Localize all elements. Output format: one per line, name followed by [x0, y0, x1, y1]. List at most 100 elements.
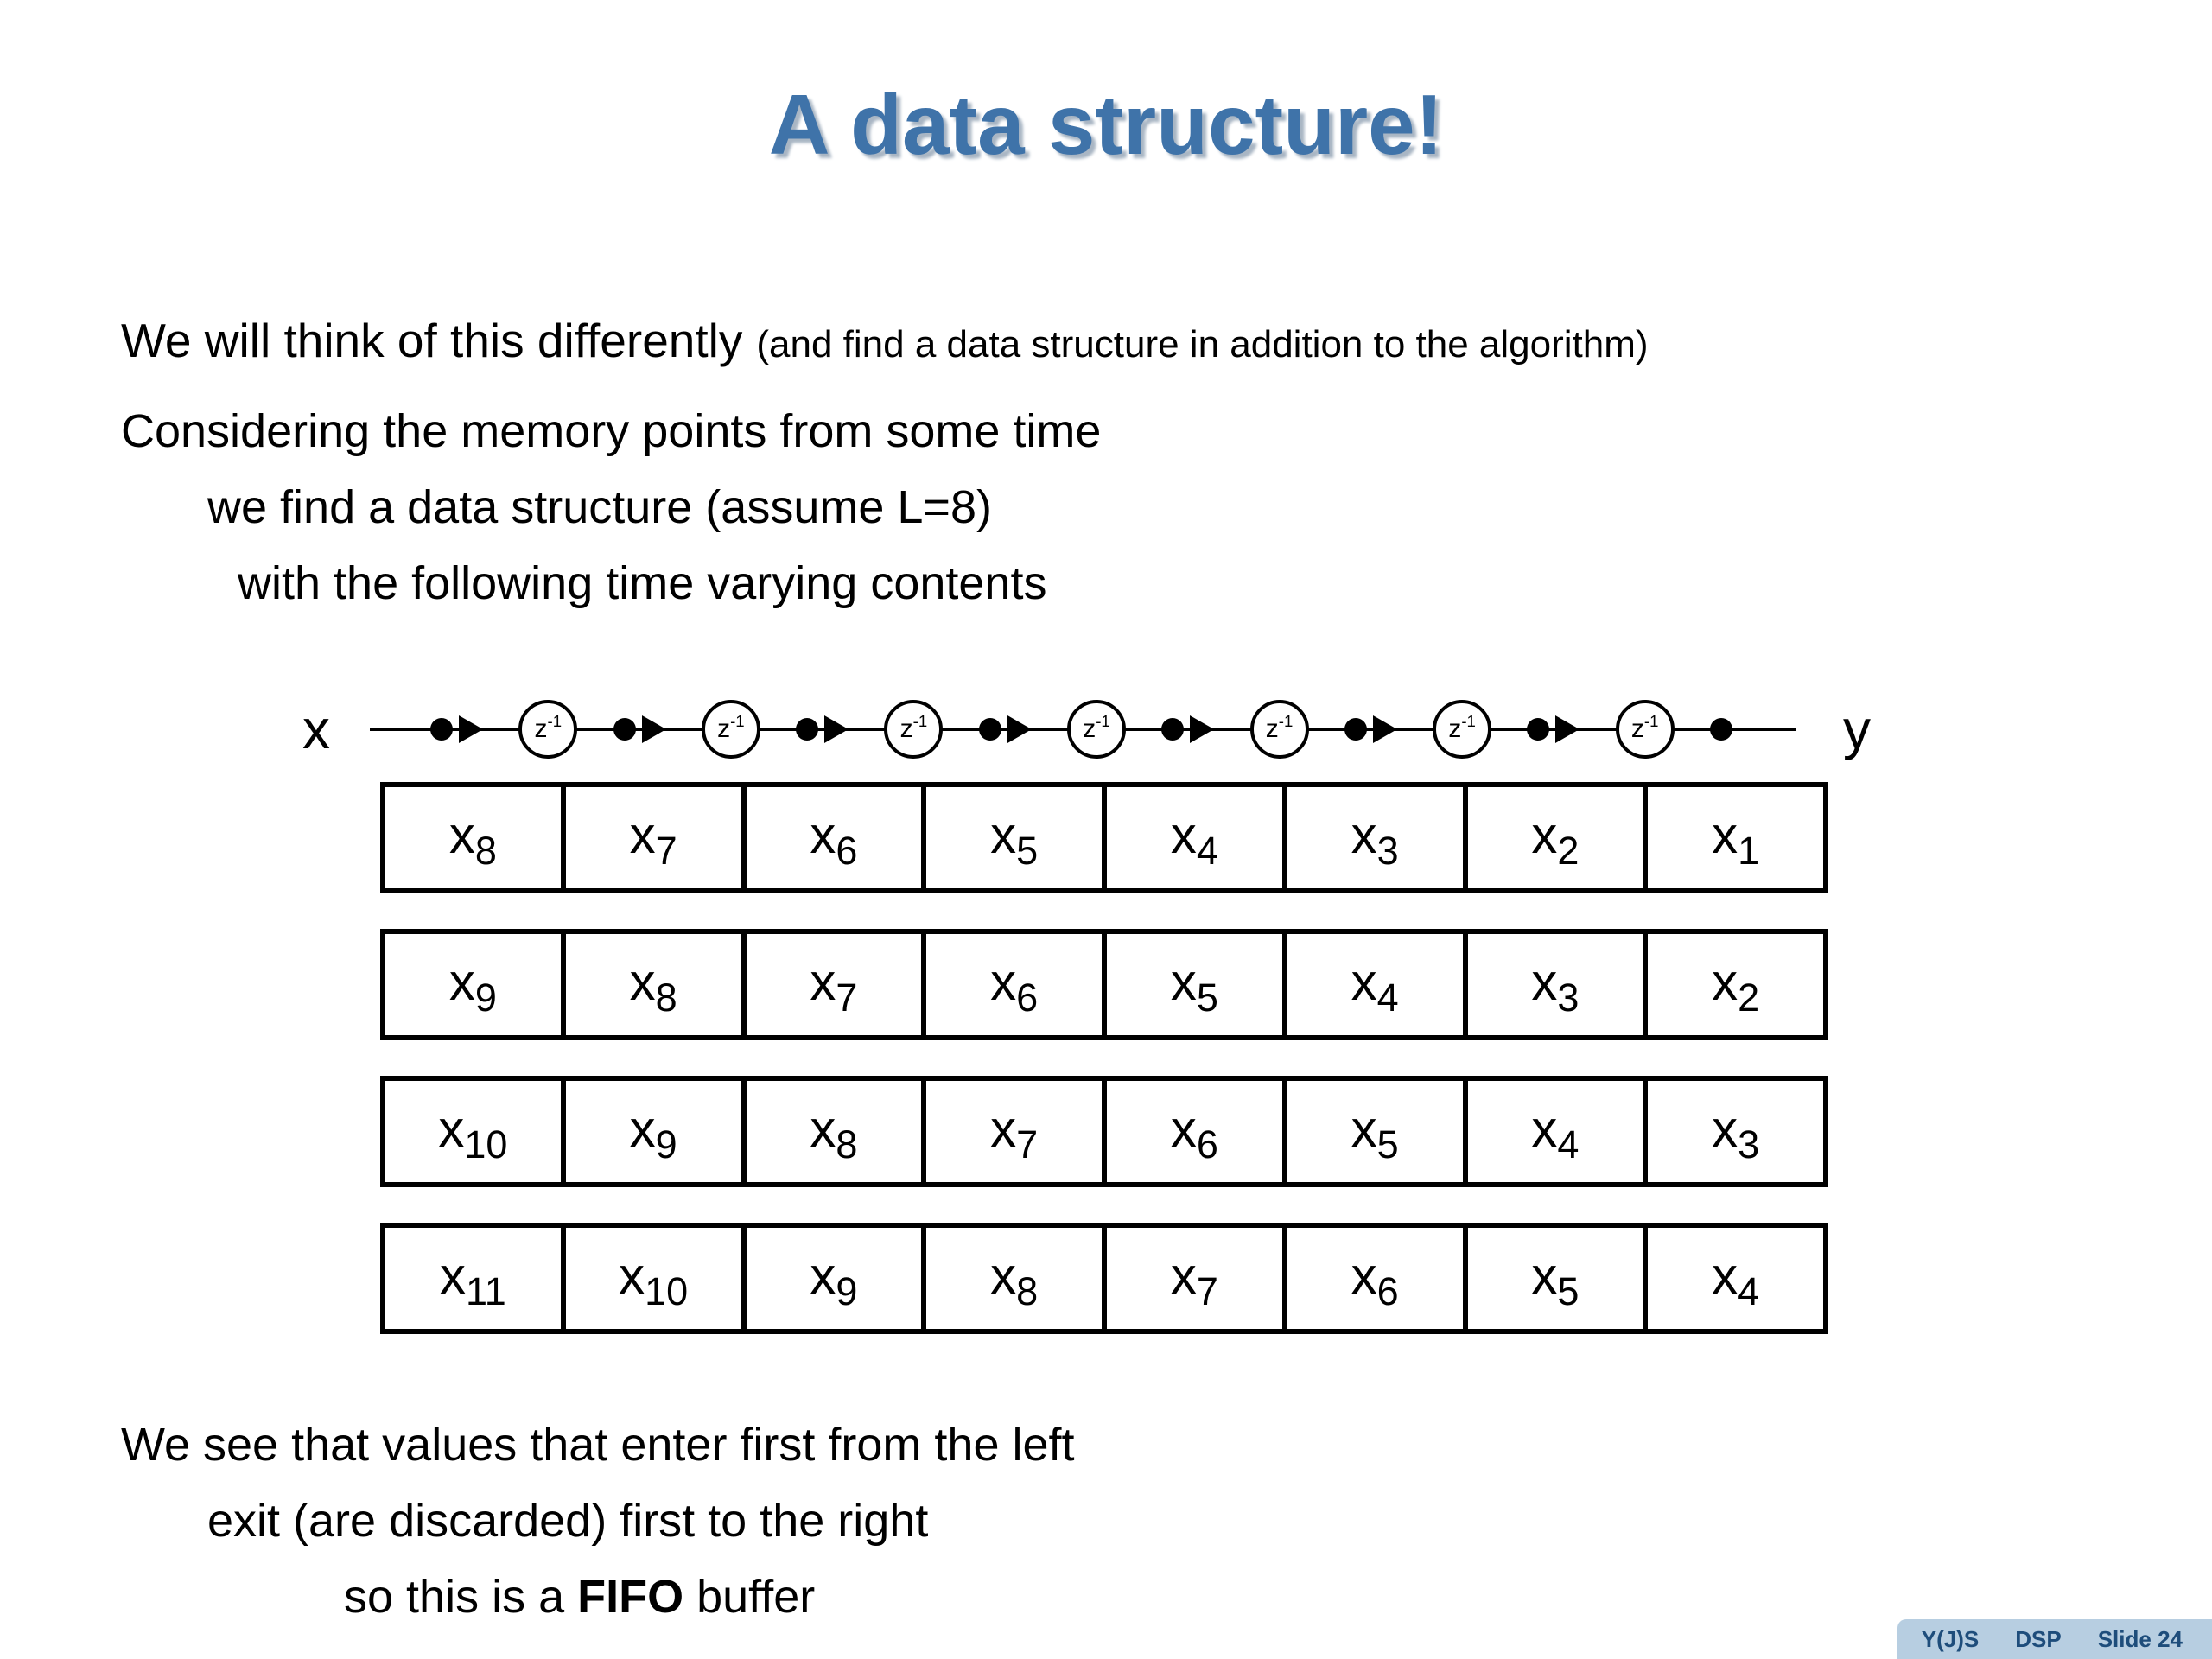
tap-dot-icon	[1527, 718, 1550, 741]
tap-dot-icon	[1709, 718, 1732, 741]
delay-exponent: -1	[1096, 712, 1110, 730]
fifo-cell: x2	[1468, 787, 1649, 888]
cell-label: x2	[1712, 953, 1760, 1020]
tap-dot-icon	[430, 718, 453, 741]
fifo-cell: x10	[566, 1228, 747, 1329]
arrow-right-icon	[824, 715, 849, 743]
footer-author: Y(J)S	[1921, 1625, 1980, 1652]
cell-label: x8	[810, 1100, 858, 1166]
fifo-cell: x6	[1287, 1228, 1468, 1329]
conclusion-line3-prefix: so this is a	[344, 1571, 578, 1623]
tap-dot-icon	[796, 718, 819, 741]
body-text: Considering the memory points from some …	[121, 393, 1101, 621]
cell-label: x8	[629, 953, 677, 1020]
tap	[613, 715, 666, 743]
delay-exponent: -1	[1278, 712, 1294, 730]
footer-slide-number: Slide 24	[2097, 1625, 2183, 1652]
cell-label: x4	[1351, 953, 1399, 1020]
cell-label: x8	[448, 806, 497, 873]
intro-text: We will think of this differently (and fi…	[121, 313, 1649, 368]
fifo-term: FIFO	[577, 1571, 684, 1623]
slide-title: A data structure!	[768, 77, 1444, 172]
arrow-right-icon	[641, 715, 666, 743]
delay-element: z-1	[518, 700, 578, 759]
tap-dot-icon	[1344, 718, 1367, 741]
body-line: with the following time varying contents	[238, 557, 1047, 609]
input-signal-label: x	[302, 698, 330, 760]
cell-label: x4	[1712, 1247, 1760, 1313]
delay-label: z	[1083, 715, 1096, 743]
delay-element: z-1	[884, 700, 944, 759]
cell-label: x3	[1351, 806, 1399, 873]
arrow-right-icon	[1190, 715, 1215, 743]
fifo-cell: x4	[1107, 787, 1287, 888]
delay-label: z	[534, 715, 548, 743]
tap-dot-icon	[1161, 718, 1185, 741]
arrow-right-icon	[1555, 715, 1580, 743]
fifo-cell: x1	[1648, 787, 1823, 888]
tap	[978, 715, 1032, 743]
delay-label: z	[1448, 715, 1462, 743]
fifo-cell: x4	[1648, 1228, 1823, 1329]
tap	[1344, 715, 1397, 743]
cell-label: x5	[990, 806, 1039, 873]
cell-label: x4	[1170, 806, 1218, 873]
fifo-cell: x5	[926, 787, 1107, 888]
body-line: we find a data structure (assume L=8)	[207, 481, 992, 533]
fifo-cell: x7	[926, 1081, 1107, 1182]
cell-label: x11	[440, 1247, 506, 1313]
fifo-cell: x7	[747, 934, 927, 1035]
cell-label: x9	[810, 1247, 858, 1313]
fifo-cell: x5	[1107, 934, 1287, 1035]
intro-main: We will think of this differently	[121, 314, 743, 367]
cell-label: x6	[1351, 1247, 1399, 1313]
tap	[1161, 715, 1215, 743]
arrow-right-icon	[1007, 715, 1032, 743]
output-signal-label: y	[1843, 698, 1871, 760]
cell-label: x7	[629, 806, 677, 873]
arrow-right-icon	[459, 715, 483, 743]
fifo-cell: x9	[566, 1081, 747, 1182]
tap-dot-icon	[613, 718, 636, 741]
cell-label: x6	[990, 953, 1039, 1020]
delay-label: z	[899, 715, 913, 743]
tap	[1709, 718, 1732, 741]
conclusion-line3-suffix: buffer	[683, 1571, 816, 1623]
cell-label: x7	[810, 953, 858, 1020]
fifo-cell: x3	[1648, 1081, 1823, 1182]
conclusion-line: We see that values that enter first from…	[121, 1419, 1075, 1471]
footer-course: DSP	[2015, 1625, 2062, 1652]
fifo-cell: x3	[1468, 934, 1649, 1035]
tap	[796, 715, 849, 743]
intro-note: (and find a data structure in addition t…	[756, 323, 1649, 365]
cell-label: x3	[1712, 1100, 1760, 1166]
tap	[1527, 715, 1580, 743]
delay-element: z-1	[701, 700, 760, 759]
cell-label: x10	[619, 1247, 689, 1313]
delay-element: z-1	[1615, 700, 1675, 759]
delay-exponent: -1	[1461, 712, 1476, 730]
delay-exponent: -1	[1643, 712, 1659, 730]
fifo-cell: x3	[1287, 787, 1468, 888]
fifo-row: x11 x10 x9 x8 x7 x6 x5 x4	[380, 1223, 1828, 1334]
fifo-cell: x10	[385, 1081, 566, 1182]
delay-element: z-1	[1249, 700, 1309, 759]
cell-label: x9	[629, 1100, 677, 1166]
arrow-right-icon	[1372, 715, 1397, 743]
cell-label: x7	[990, 1100, 1039, 1166]
fifo-cell: x8	[926, 1228, 1107, 1329]
fifo-cell: x9	[747, 1228, 927, 1329]
cell-label: x7	[1170, 1247, 1218, 1313]
fifo-cell: x8	[385, 787, 566, 888]
conclusion-line: exit (are discarded) first to the right	[207, 1495, 929, 1547]
conclusion-text: We see that values that enter first from…	[121, 1407, 1075, 1635]
cell-label: x3	[1531, 953, 1580, 1020]
delay-label: z	[1265, 715, 1279, 743]
cell-label: x1	[1712, 806, 1760, 873]
fifo-cell: x6	[926, 934, 1107, 1035]
cell-label: x5	[1531, 1247, 1580, 1313]
conclusion-line: so this is a FIFO buffer	[121, 1559, 1075, 1635]
